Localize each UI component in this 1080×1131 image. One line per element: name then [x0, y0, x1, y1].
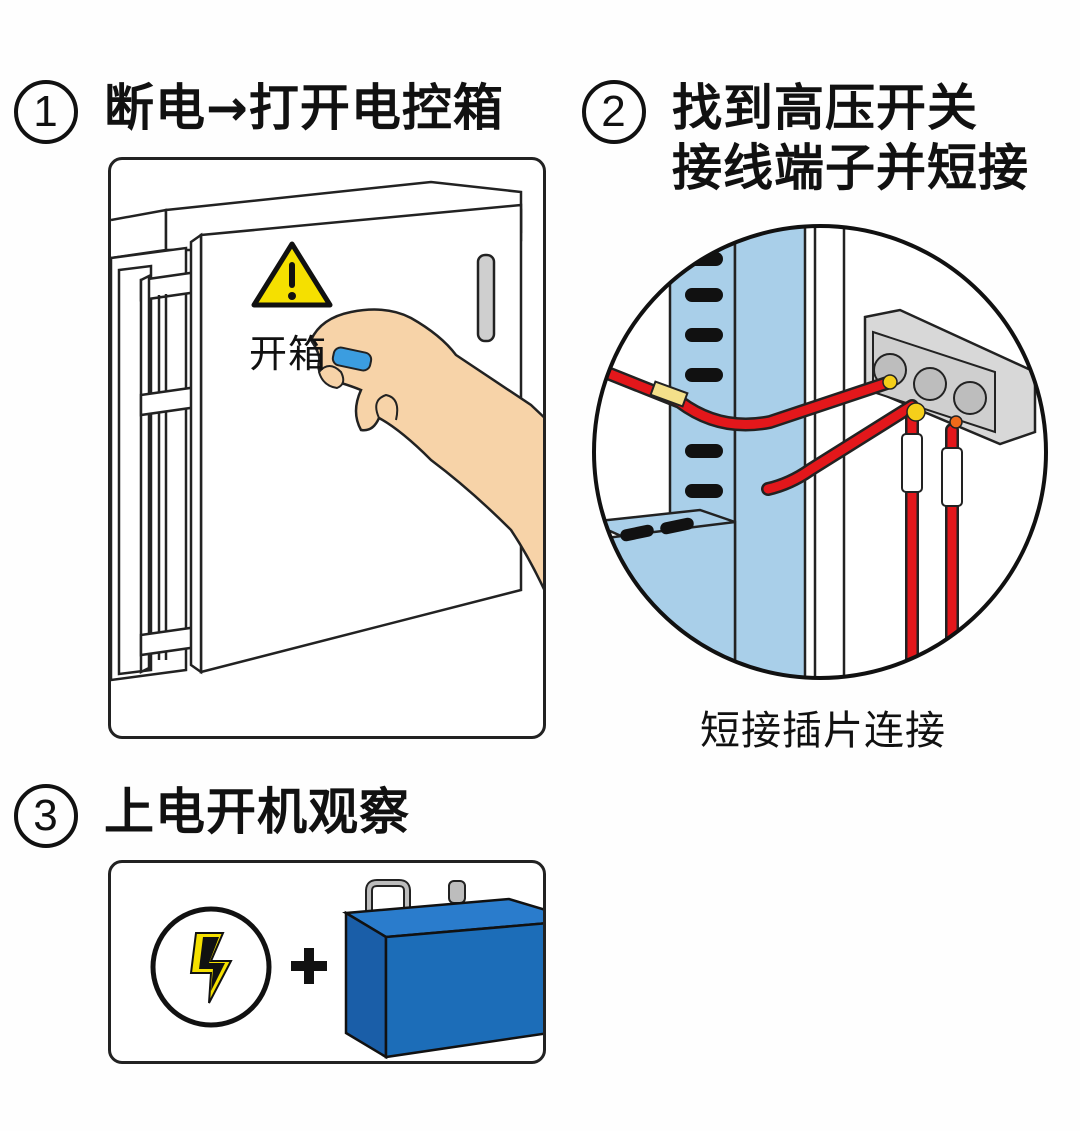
step-3-illustration [108, 860, 546, 1064]
plus-sign [291, 948, 327, 984]
terminal-block-icon [863, 308, 1037, 446]
step-1-illustration: 开箱 [108, 157, 546, 739]
step-2-caption: 短接插片连接 [700, 708, 946, 754]
blue-device-box-icon [342, 879, 543, 1060]
step-2-number: 2 [582, 80, 646, 144]
step-3-number: 3 [14, 784, 78, 848]
hand-icon [309, 308, 543, 591]
step-2-heading-line-1: 找到高压开关 [672, 79, 978, 137]
electric-cabinet-illustration [111, 180, 543, 682]
step-1-number: 1 [14, 80, 78, 144]
step-1-heading: 断电→打开电控箱 [104, 79, 504, 137]
step-2-title: 2 找到高压开关 接线端子并短接 [582, 79, 1029, 198]
step-2-heading-line-2: 接线端子并短接 [672, 139, 1029, 197]
red-wires [594, 355, 963, 678]
step-3-title: 3 上电开机观察 [14, 783, 410, 848]
step-1-title: 1 断电→打开电控箱 [14, 79, 504, 144]
warning-triangle-icon [251, 241, 333, 308]
step-2-illustration [590, 222, 1050, 682]
power-lightning-icon [150, 906, 272, 1028]
latch-icon [476, 253, 496, 343]
open-box-label: 开箱 [249, 332, 328, 376]
step-3-heading: 上电开机观察 [104, 783, 410, 841]
